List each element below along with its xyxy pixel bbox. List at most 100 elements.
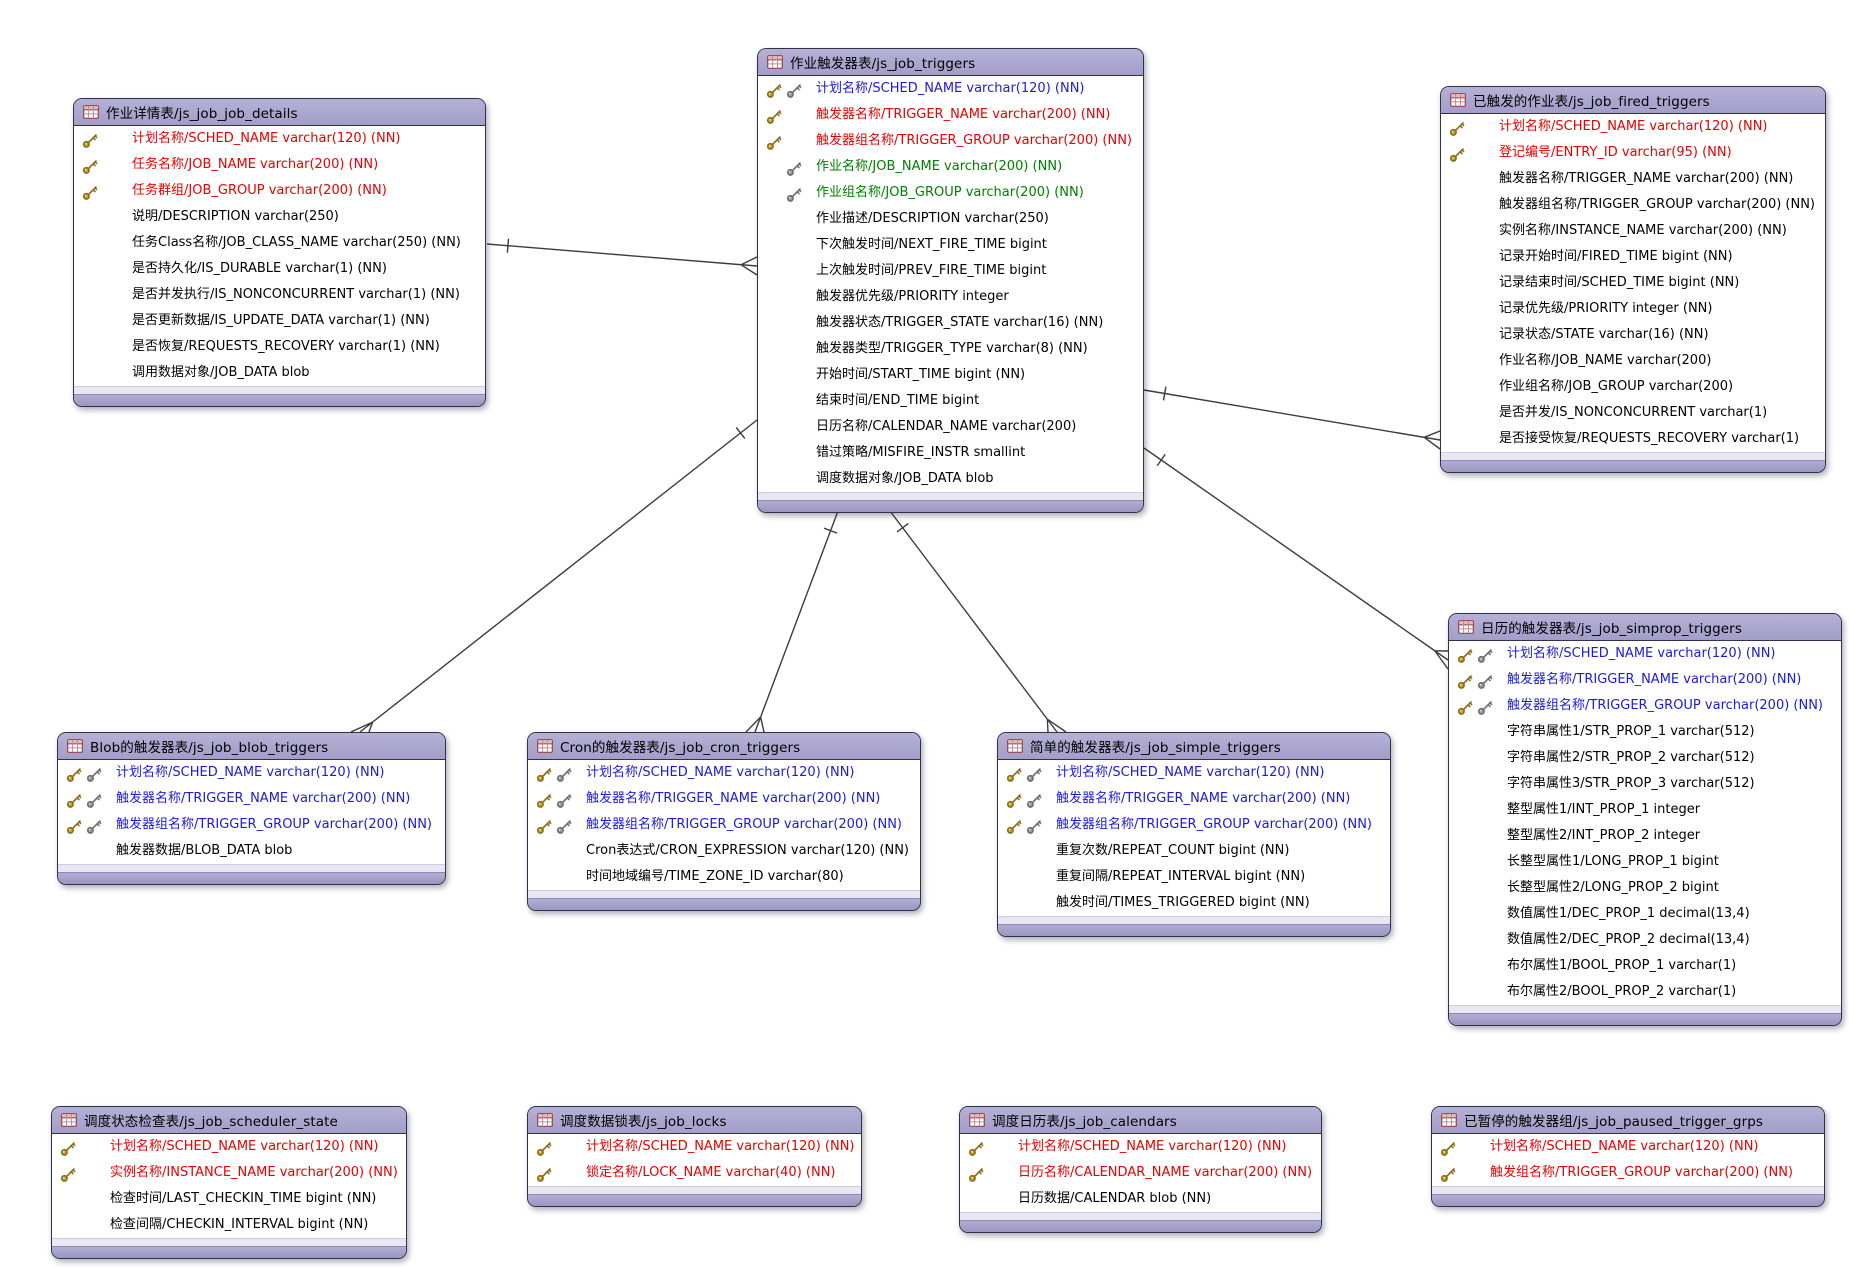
field-row[interactable]: 结束时间/END_TIME bigint xyxy=(758,388,1143,414)
field-row[interactable]: 调度数据对象/JOB_DATA blob xyxy=(758,466,1143,492)
field-row[interactable]: Cron表达式/CRON_EXPRESSION varchar(120) (NN… xyxy=(528,838,920,864)
field-row[interactable]: 重复次数/REPEAT_COUNT bigint (NN) xyxy=(998,838,1390,864)
field-row[interactable]: 是否持久化/IS_DURABLE varchar(1) (NN) xyxy=(74,256,485,282)
field-row[interactable]: 数值属性2/DEC_PROP_2 decimal(13,4) xyxy=(1449,927,1841,953)
table-header[interactable]: 已触发的作业表/js_job_fired_triggers xyxy=(1441,87,1825,114)
field-row[interactable]: 整型属性2/INT_PROP_2 integer xyxy=(1449,823,1841,849)
field-row[interactable]: 作业组名称/JOB_GROUP varchar(200) xyxy=(1441,374,1825,400)
field-row[interactable]: 调用数据对象/JOB_DATA blob xyxy=(74,360,485,386)
table-blob_triggers[interactable]: Blob的触发器表/js_job_blob_triggers 计划名称/SCHE… xyxy=(57,732,446,885)
table-header[interactable]: 调度状态检查表/js_job_scheduler_state xyxy=(52,1107,406,1134)
table-header[interactable]: 调度日历表/js_job_calendars xyxy=(960,1107,1321,1134)
field-row[interactable]: 任务群组/JOB_GROUP varchar(200) (NN) xyxy=(74,178,485,204)
field-row[interactable]: 整型属性1/INT_PROP_1 integer xyxy=(1449,797,1841,823)
table-header[interactable]: 日历的触发器表/js_job_simprop_triggers xyxy=(1449,614,1841,641)
field-row[interactable]: 字符串属性1/STR_PROP_1 varchar(512) xyxy=(1449,719,1841,745)
field-row[interactable]: 时间地域编号/TIME_ZONE_ID varchar(80) xyxy=(528,864,920,890)
field-row[interactable]: 开始时间/START_TIME bigint (NN) xyxy=(758,362,1143,388)
table-calendars[interactable]: 调度日历表/js_job_calendars 计划名称/SCHED_NAME v… xyxy=(959,1106,1322,1233)
field-row[interactable]: 检查间隔/CHECKIN_INTERVAL bigint (NN) xyxy=(52,1212,406,1238)
table-job_details[interactable]: 作业详情表/js_job_job_details 计划名称/SCHED_NAME… xyxy=(73,98,486,407)
table-header[interactable]: 调度数据锁表/js_job_locks xyxy=(528,1107,861,1134)
field-row[interactable]: 作业组名称/JOB_GROUP varchar(200) (NN) xyxy=(758,180,1143,206)
field-row[interactable]: 计划名称/SCHED_NAME varchar(120) (NN) xyxy=(758,76,1143,102)
field-row[interactable]: 长整型属性1/LONG_PROP_1 bigint xyxy=(1449,849,1841,875)
field-row[interactable]: 触发器名称/TRIGGER_NAME varchar(200) (NN) xyxy=(1449,667,1841,693)
field-row[interactable]: 触发组名称/TRIGGER_GROUP varchar(200) (NN) xyxy=(1432,1160,1824,1186)
table-header[interactable]: Blob的触发器表/js_job_blob_triggers xyxy=(58,733,445,760)
field-row[interactable]: 触发器名称/TRIGGER_NAME varchar(200) (NN) xyxy=(528,786,920,812)
table-header[interactable]: 作业详情表/js_job_job_details xyxy=(74,99,485,126)
field-row[interactable]: 计划名称/SCHED_NAME varchar(120) (NN) xyxy=(528,760,920,786)
field-row[interactable]: 是否更新数据/IS_UPDATE_DATA varchar(1) (NN) xyxy=(74,308,485,334)
field-row[interactable]: 作业名称/JOB_NAME varchar(200) (NN) xyxy=(758,154,1143,180)
field-row[interactable]: 计划名称/SCHED_NAME varchar(120) (NN) xyxy=(528,1134,861,1160)
field-row[interactable]: 触发器状态/TRIGGER_STATE varchar(16) (NN) xyxy=(758,310,1143,336)
field-row[interactable]: 说明/DESCRIPTION varchar(250) xyxy=(74,204,485,230)
field-row[interactable]: 登记编号/ENTRY_ID varchar(95) (NN) xyxy=(1441,140,1825,166)
field-row[interactable]: 触发器组名称/TRIGGER_GROUP varchar(200) (NN) xyxy=(1449,693,1841,719)
table-fired_triggers[interactable]: 已触发的作业表/js_job_fired_triggers 计划名称/SCHED… xyxy=(1440,86,1826,473)
field-row[interactable]: 作业名称/JOB_NAME varchar(200) xyxy=(1441,348,1825,374)
field-row[interactable]: 计划名称/SCHED_NAME varchar(120) (NN) xyxy=(52,1134,406,1160)
field-row[interactable]: 触发器数据/BLOB_DATA blob xyxy=(58,838,445,864)
field-row[interactable]: 计划名称/SCHED_NAME varchar(120) (NN) xyxy=(58,760,445,786)
table-triggers[interactable]: 作业触发器表/js_job_triggers 计划名称/SCHED_NAME v… xyxy=(757,48,1144,513)
field-row[interactable]: 记录开始时间/FIRED_TIME bigint (NN) xyxy=(1441,244,1825,270)
field-row[interactable]: 记录结束时间/SCHED_TIME bigint (NN) xyxy=(1441,270,1825,296)
field-row[interactable]: 触发器名称/TRIGGER_NAME varchar(200) (NN) xyxy=(58,786,445,812)
field-row[interactable]: 计划名称/SCHED_NAME varchar(120) (NN) xyxy=(1432,1134,1824,1160)
field-row[interactable]: 计划名称/SCHED_NAME varchar(120) (NN) xyxy=(1441,114,1825,140)
field-row[interactable]: 触发器组名称/TRIGGER_GROUP varchar(200) (NN) xyxy=(58,812,445,838)
table-header[interactable]: 简单的触发器表/js_job_simple_triggers xyxy=(998,733,1390,760)
table-paused_trigger_grps[interactable]: 已暂停的触发器组/js_job_paused_trigger_grps 计划名称… xyxy=(1431,1106,1825,1207)
field-row[interactable]: 触发器名称/TRIGGER_NAME varchar(200) (NN) xyxy=(1441,166,1825,192)
field-row[interactable]: 触发时间/TIMES_TRIGGERED bigint (NN) xyxy=(998,890,1390,916)
table-header[interactable]: Cron的触发器表/js_job_cron_triggers xyxy=(528,733,920,760)
field-row[interactable]: 触发器名称/TRIGGER_NAME varchar(200) (NN) xyxy=(998,786,1390,812)
field-row[interactable]: 是否并发/IS_NONCONCURRENT varchar(1) xyxy=(1441,400,1825,426)
field-row[interactable]: 是否并发执行/IS_NONCONCURRENT varchar(1) (NN) xyxy=(74,282,485,308)
field-row[interactable]: 错过策略/MISFIRE_INSTR smallint xyxy=(758,440,1143,466)
field-row[interactable]: 字符串属性2/STR_PROP_2 varchar(512) xyxy=(1449,745,1841,771)
field-row[interactable]: 实例名称/INSTANCE_NAME varchar(200) (NN) xyxy=(52,1160,406,1186)
field-row[interactable]: 布尔属性1/BOOL_PROP_1 varchar(1) xyxy=(1449,953,1841,979)
field-row[interactable]: 字符串属性3/STR_PROP_3 varchar(512) xyxy=(1449,771,1841,797)
table-locks[interactable]: 调度数据锁表/js_job_locks 计划名称/SCHED_NAME varc… xyxy=(527,1106,862,1207)
field-row[interactable]: 计划名称/SCHED_NAME varchar(120) (NN) xyxy=(1449,641,1841,667)
field-row[interactable]: 触发器组名称/TRIGGER_GROUP varchar(200) (NN) xyxy=(528,812,920,838)
field-row[interactable]: 记录状态/STATE varchar(16) (NN) xyxy=(1441,322,1825,348)
field-row[interactable]: 日历名称/CALENDAR_NAME varchar(200) (NN) xyxy=(960,1160,1321,1186)
field-row[interactable]: 触发器名称/TRIGGER_NAME varchar(200) (NN) xyxy=(758,102,1143,128)
field-row[interactable]: 任务Class名称/JOB_CLASS_NAME varchar(250) (N… xyxy=(74,230,485,256)
field-row[interactable]: 数值属性1/DEC_PROP_1 decimal(13,4) xyxy=(1449,901,1841,927)
table-simprop_triggers[interactable]: 日历的触发器表/js_job_simprop_triggers 计划名称/SCH… xyxy=(1448,613,1842,1026)
field-row[interactable]: 检查时间/LAST_CHECKIN_TIME bigint (NN) xyxy=(52,1186,406,1212)
field-row[interactable]: 计划名称/SCHED_NAME varchar(120) (NN) xyxy=(960,1134,1321,1160)
table-header[interactable]: 作业触发器表/js_job_triggers xyxy=(758,49,1143,76)
field-row[interactable]: 重复间隔/REPEAT_INTERVAL bigint (NN) xyxy=(998,864,1390,890)
field-row[interactable]: 实例名称/INSTANCE_NAME varchar(200) (NN) xyxy=(1441,218,1825,244)
field-row[interactable]: 下次触发时间/NEXT_FIRE_TIME bigint xyxy=(758,232,1143,258)
field-row[interactable]: 作业描述/DESCRIPTION varchar(250) xyxy=(758,206,1143,232)
field-row[interactable]: 触发器组名称/TRIGGER_GROUP varchar(200) (NN) xyxy=(758,128,1143,154)
field-row[interactable]: 日历数据/CALENDAR blob (NN) xyxy=(960,1186,1321,1212)
field-row[interactable]: 任务名称/JOB_NAME varchar(200) (NN) xyxy=(74,152,485,178)
table-cron_triggers[interactable]: Cron的触发器表/js_job_cron_triggers 计划名称/SCHE… xyxy=(527,732,921,911)
table-simple_triggers[interactable]: 简单的触发器表/js_job_simple_triggers 计划名称/SCHE… xyxy=(997,732,1391,937)
field-row[interactable]: 计划名称/SCHED_NAME varchar(120) (NN) xyxy=(998,760,1390,786)
field-row[interactable]: 触发器组名称/TRIGGER_GROUP varchar(200) (NN) xyxy=(1441,192,1825,218)
field-row[interactable]: 长整型属性2/LONG_PROP_2 bigint xyxy=(1449,875,1841,901)
field-row[interactable]: 是否恢复/REQUESTS_RECOVERY varchar(1) (NN) xyxy=(74,334,485,360)
field-row[interactable]: 锁定名称/LOCK_NAME varchar(40) (NN) xyxy=(528,1160,861,1186)
field-row[interactable]: 上次触发时间/PREV_FIRE_TIME bigint xyxy=(758,258,1143,284)
field-row[interactable]: 日历名称/CALENDAR_NAME varchar(200) xyxy=(758,414,1143,440)
table-header[interactable]: 已暂停的触发器组/js_job_paused_trigger_grps xyxy=(1432,1107,1824,1134)
field-row[interactable]: 触发器优先级/PRIORITY integer xyxy=(758,284,1143,310)
field-row[interactable]: 布尔属性2/BOOL_PROP_2 varchar(1) xyxy=(1449,979,1841,1005)
field-row[interactable]: 是否接受恢复/REQUESTS_RECOVERY varchar(1) xyxy=(1441,426,1825,452)
field-row[interactable]: 触发器类型/TRIGGER_TYPE varchar(8) (NN) xyxy=(758,336,1143,362)
table-scheduler_state[interactable]: 调度状态检查表/js_job_scheduler_state 计划名称/SCHE… xyxy=(51,1106,407,1259)
field-row[interactable]: 计划名称/SCHED_NAME varchar(120) (NN) xyxy=(74,126,485,152)
field-row[interactable]: 记录优先级/PRIORITY integer (NN) xyxy=(1441,296,1825,322)
